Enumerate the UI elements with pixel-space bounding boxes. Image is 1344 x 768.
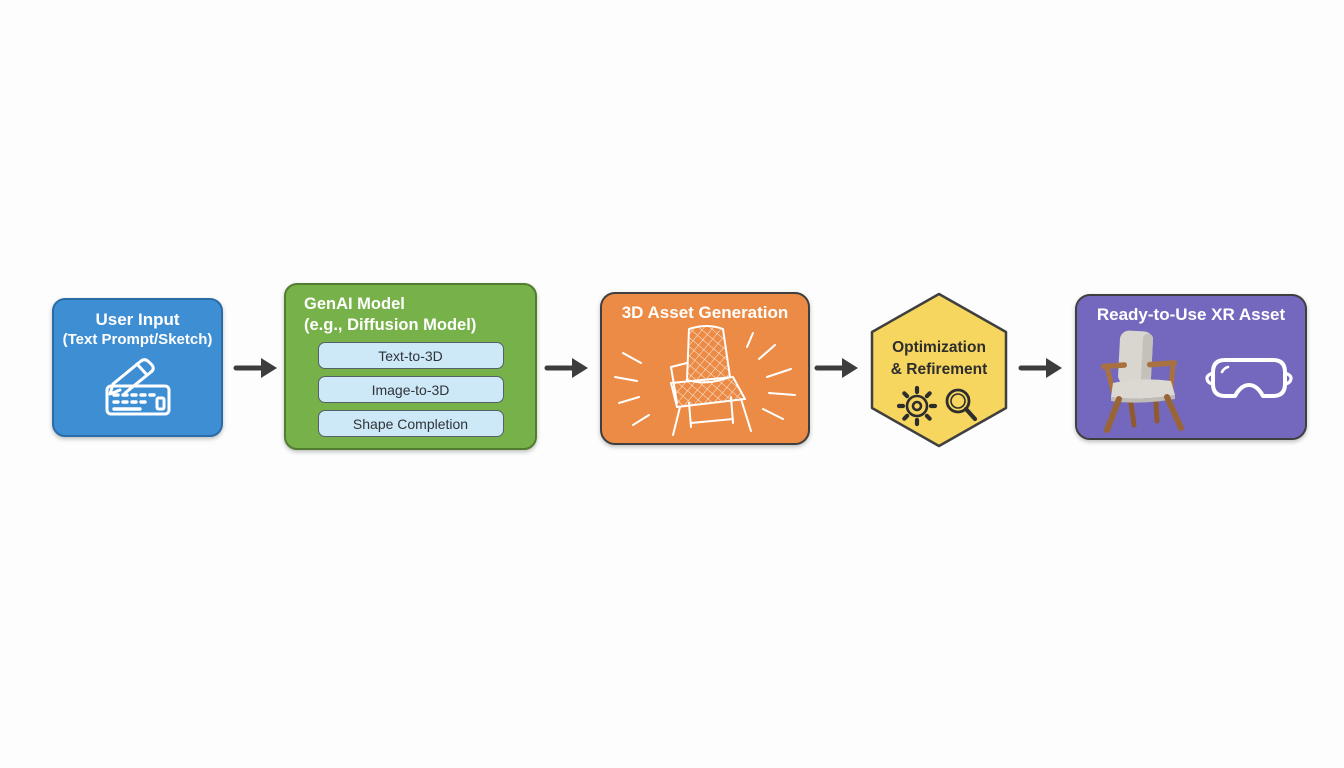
genai-method-shape-completion: Shape Completion: [317, 410, 504, 438]
step-xr-asset: Ready-to-Use XR Asset: [1075, 294, 1307, 440]
step-title: 3D Asset Generation: [621, 303, 789, 322]
optimization-icons: [868, 385, 1010, 427]
wireframe-chair-icon: [614, 325, 796, 436]
step-subtitle: (e.g., Diffusion Model): [304, 315, 477, 334]
genai-method-image-to-3d: Image-to-3D: [317, 376, 504, 404]
flow-arrow: [544, 358, 588, 378]
step-title-line1: Optimization: [892, 339, 986, 356]
flow-arrow: [814, 358, 858, 378]
chair-image: [1100, 330, 1184, 433]
genai-method-text-to-3d: Text-to-3D: [317, 342, 504, 370]
step-genai-model: GenAI Model (e.g., Diffusion Model) Text…: [284, 283, 537, 450]
flow-arrow: [1018, 358, 1062, 378]
vr-headset-icon: [1205, 358, 1293, 398]
xr-asset-content: [1077, 327, 1305, 433]
magnifier-icon: [945, 388, 978, 422]
pencil-keyboard-icon: [105, 358, 170, 416]
step-user-input: User Input (Text Prompt/Sketch): [52, 298, 223, 437]
step-title-group: Optimization & Refirement: [868, 337, 1010, 380]
step-title-line2: & Refirement: [890, 360, 988, 378]
step-title: User Input: [95, 310, 180, 329]
gear-icon: [896, 385, 938, 427]
step-optimization-refinement: Optimization & Refirement: [868, 291, 1010, 449]
step-subtitle: (Text Prompt/Sketch): [62, 331, 213, 348]
step-title: Ready-to-Use XR Asset: [1096, 305, 1286, 324]
step-3d-asset-generation: 3D Asset Generation: [600, 292, 810, 445]
flow-arrow: [233, 358, 277, 378]
hexagon-shape: [870, 292, 1008, 448]
step-title: GenAI Model: [304, 295, 405, 313]
step-title-group: GenAI Model (e.g., Diffusion Model): [286, 294, 535, 335]
